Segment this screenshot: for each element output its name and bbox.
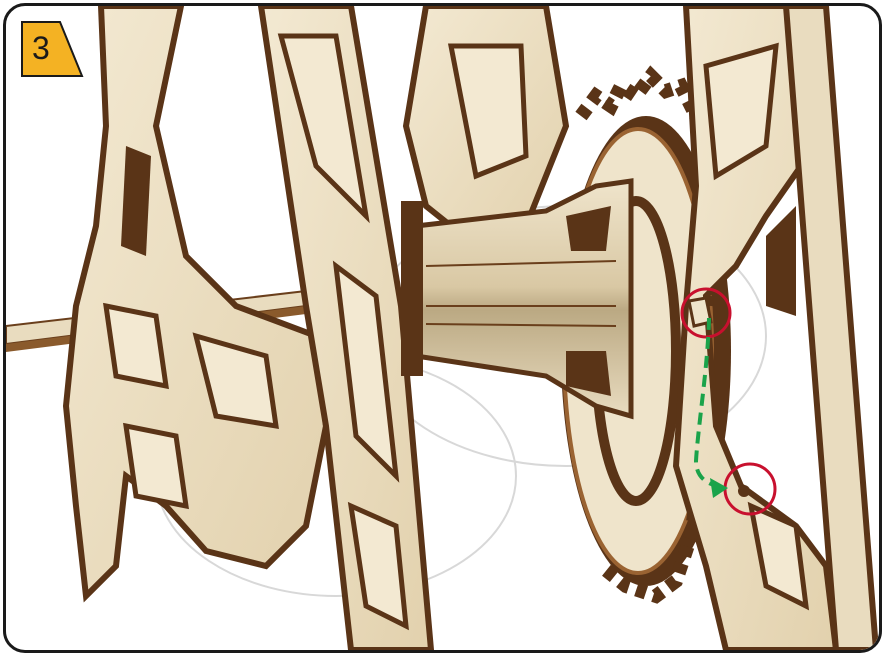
instruction-frame: 3: [3, 3, 882, 653]
step-number: 3: [32, 28, 62, 68]
right-frame-panel: [676, 6, 876, 650]
assembly-illustration: [6, 6, 879, 650]
